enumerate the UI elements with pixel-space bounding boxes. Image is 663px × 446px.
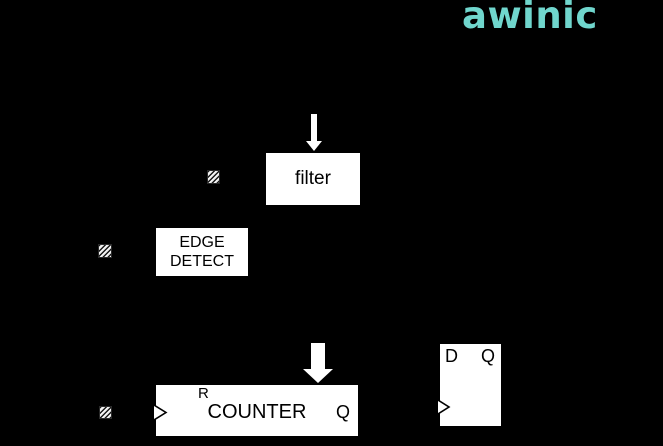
down-arrow-icon <box>311 114 317 142</box>
counter-block: R COUNTER Q <box>154 383 360 438</box>
counter-reset-label: R <box>198 385 209 402</box>
edge-detect-label-line2: DETECT <box>170 253 234 270</box>
hatch-pad-icon <box>99 406 112 419</box>
down-arrow-icon <box>311 343 325 370</box>
hatch-pad-icon <box>207 170 220 184</box>
filter-block: filter <box>264 151 362 207</box>
counter-output-label: Q <box>335 402 350 422</box>
clock-input-icon <box>438 399 451 415</box>
down-arrow-head-icon <box>303 369 333 383</box>
dff-output-label: Q <box>480 346 495 366</box>
d-flip-flop-block: D Q <box>438 342 503 428</box>
clock-input-icon <box>154 404 168 421</box>
down-arrow-head-icon <box>306 141 322 151</box>
dff-data-label: D <box>445 346 458 366</box>
edge-detect-block: EDGE DETECT <box>154 226 250 278</box>
awinic-logo: awinic <box>462 0 598 37</box>
filter-label: filter <box>295 168 331 189</box>
edge-detect-label-line1: EDGE <box>179 234 225 251</box>
counter-label: COUNTER <box>207 401 307 423</box>
hatch-pad-icon <box>98 244 112 258</box>
